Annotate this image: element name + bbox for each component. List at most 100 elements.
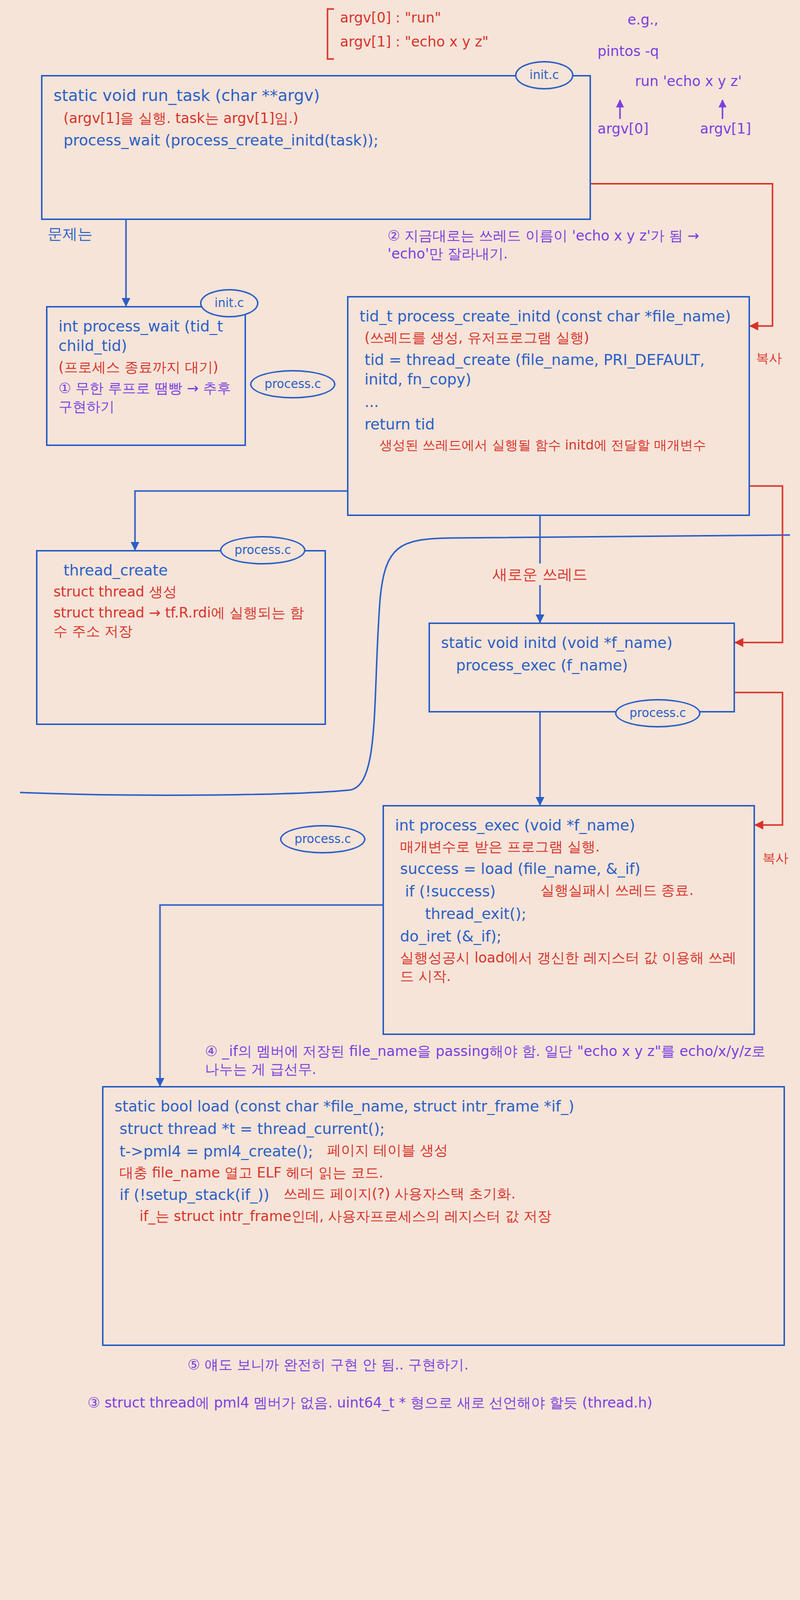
- code-line: if (!success): [405, 881, 527, 901]
- note-text: ④ _if의 멤버에 저장된 file_name을 passing해야 함. 일…: [205, 1042, 780, 1079]
- code-line: success = load (file_name, &_if): [400, 859, 641, 879]
- text-row: ...: [359, 392, 738, 415]
- text-row: if (!setup_stack(if_)) 쓰레드 페이지(?) 사용자스택 초…: [114, 1185, 773, 1208]
- code-line: struct thread → tf.R.rdi에 실행되는 함수 주소 저장: [53, 604, 314, 641]
- text-column: 매개변수로 받은 프로그램 실행.: [395, 838, 600, 859]
- text-column: tid_t process_create_initd (const char *…: [359, 306, 731, 329]
- text-column: 페이지 테이블 생성: [327, 1141, 448, 1163]
- note-text: pintos -q: [597, 42, 659, 61]
- text-column: ① 무한 루프로 땜빵 → 추후 구현하기: [58, 379, 234, 419]
- file-circle: process.c: [280, 825, 366, 854]
- text-row: t->pml4 = pml4_create(); 페이지 테이블 생성: [114, 1141, 773, 1164]
- note-text: argv[0]: [597, 120, 649, 138]
- text-column: process.c: [264, 376, 321, 392]
- function-signature: thread_create: [63, 560, 168, 580]
- text-row: static bool load (const char *file_name,…: [114, 1096, 773, 1119]
- code-line: thread_exit();: [425, 904, 527, 924]
- code-line: if_는 struct intr_frame인데, 사용자프로세스의 레지스터 …: [139, 1207, 552, 1226]
- code-line: (argv[1]을 실행. task는 argv[1]임.): [63, 109, 299, 128]
- connector-arrow: [125, 220, 127, 306]
- code-box: static void run_task (char **argv)(argv[…: [41, 75, 591, 220]
- text-column: process.c: [629, 705, 686, 721]
- pointer-arrow: [619, 100, 621, 119]
- pointer-arrow: [722, 100, 724, 119]
- code-line: 대충 file_name 열고 ELF 헤더 읽는 코드.: [119, 1164, 384, 1182]
- function-signature: static void initd (void *f_name): [441, 633, 673, 653]
- note-text: ③ struct thread에 pml4 멤버가 없음. uint64_t *…: [87, 1394, 763, 1412]
- text-row: struct thread 생성: [48, 583, 314, 604]
- text-row: success = load (file_name, &_if): [395, 859, 743, 882]
- text-column: 생성된 쓰레드에서 실행될 함수 initd에 전달할 매개변수: [359, 437, 706, 457]
- code-line: t->pml4 = pml4_create();: [119, 1141, 313, 1161]
- text-column: if (!success) thread_exit();: [395, 881, 527, 927]
- text-column: process.c: [234, 542, 291, 558]
- note-text: run 'echo x y z': [635, 72, 742, 91]
- note-text: argv[0] : "run": [340, 9, 441, 27]
- text-row: tid_t process_create_initd (const char *…: [359, 306, 738, 329]
- note-text: 복사: [756, 350, 782, 367]
- text-column: int process_exec (void *f_name): [395, 815, 635, 838]
- text-row: init.c: [214, 295, 244, 311]
- code-line: process_wait (process_create_initd(task)…: [63, 130, 379, 150]
- code-line: (프로세스 종료까지 대기): [58, 358, 219, 377]
- file-name: process.c: [629, 705, 686, 721]
- text-column: (프로세스 종료까지 대기): [58, 358, 219, 380]
- text-row: init.c: [529, 67, 559, 83]
- text-column: static void initd (void *f_name): [441, 633, 673, 656]
- text-row: int process_wait (tid_t child_tid): [58, 316, 234, 359]
- text-row: process.c: [294, 831, 351, 847]
- code-line: return tid: [364, 414, 435, 434]
- text-column: init.c: [214, 295, 244, 311]
- text-row: static void run_task (char **argv): [53, 85, 579, 110]
- text-column: static void run_task (char **argv): [53, 85, 320, 110]
- code-box: static bool load (const char *file_name,…: [102, 1086, 785, 1346]
- code-box: tid_t process_create_initd (const char *…: [347, 296, 750, 516]
- text-column: (쓰레드를 생성, 유저프로그램 실행): [359, 329, 589, 350]
- code-line: process_exec (f_name): [456, 655, 628, 675]
- function-signature: int process_exec (void *f_name): [395, 815, 635, 835]
- function-signature: tid_t process_create_initd (const char *…: [359, 306, 731, 326]
- note-text: argv[1]: [700, 120, 751, 138]
- text-row: 실행성공시 load에서 갱신한 레지스터 값 이용해 쓰레드 시작.: [395, 949, 743, 989]
- text-row: return tid: [359, 414, 738, 437]
- file-circle: init.c: [200, 289, 259, 318]
- code-line: 매개변수로 받은 프로그램 실행.: [400, 838, 600, 856]
- text-column: ...: [359, 392, 379, 415]
- text-column: t->pml4 = pml4_create();: [114, 1141, 313, 1164]
- function-signature: int process_wait (tid_t child_tid): [58, 316, 234, 356]
- text-column: tid = thread_create (file_name, PRI_DEFA…: [359, 350, 738, 392]
- file-circle: process.c: [615, 699, 701, 728]
- function-signature: static bool load (const char *file_name,…: [114, 1096, 574, 1116]
- code-line: 실행실패시 쓰레드 종료.: [540, 881, 694, 900]
- text-row: static void initd (void *f_name): [441, 633, 723, 656]
- bracket: [327, 9, 334, 59]
- code-line: 쓰레드 페이지(?) 사용자스택 초기화.: [283, 1185, 516, 1203]
- code-box: int process_exec (void *f_name) 매개변수로 받은 …: [382, 805, 755, 1035]
- file-name: process.c: [294, 831, 351, 847]
- text-column: success = load (file_name, &_if): [395, 859, 641, 882]
- text-column: 쓰레드 페이지(?) 사용자스택 초기화.: [283, 1185, 516, 1206]
- file-circle: process.c: [250, 370, 336, 399]
- note-text: ② 지금대로는 쓰레드 이름이 'echo x y z'가 됨 → 'echo'…: [387, 227, 748, 264]
- note-text: ⑤ 얘도 보니까 완전히 구현 안 됨.. 구현하기.: [187, 1356, 738, 1374]
- text-column: static bool load (const char *file_name,…: [114, 1096, 574, 1119]
- code-line: ① 무한 루프로 땜빵 → 추후 구현하기: [58, 379, 234, 416]
- text-row: ① 무한 루프로 땜빵 → 추후 구현하기: [58, 379, 234, 419]
- text-row: process_wait (process_create_initd(task)…: [53, 130, 579, 153]
- text-row: process.c: [264, 376, 321, 392]
- code-line: do_iret (&_if);: [400, 926, 502, 946]
- text-row: do_iret (&_if);: [395, 926, 743, 949]
- code-box: int process_wait (tid_t child_tid) (프로세스 …: [46, 306, 246, 446]
- text-column: (argv[1]을 실행. task는 argv[1]임.): [53, 109, 299, 131]
- file-name: init.c: [529, 67, 559, 83]
- note-text: argv[1] : "echo x y z": [340, 33, 489, 51]
- text-column: process_wait (process_create_initd(task)…: [53, 130, 379, 153]
- text-column: struct thread 생성: [48, 583, 177, 604]
- text-column: process.c: [294, 831, 351, 847]
- code-line: 생성된 쓰레드에서 실행될 함수 initd에 전달할 매개변수: [379, 437, 706, 454]
- text-column: if_는 struct intr_frame인데, 사용자프로세스의 레지스터 …: [114, 1207, 552, 1229]
- text-column: 대충 file_name 열고 ELF 헤더 읽는 코드.: [114, 1164, 384, 1185]
- text-row: struct thread → tf.R.rdi에 실행되는 함수 주소 저장: [48, 604, 314, 644]
- code-line: 실행성공시 load에서 갱신한 레지스터 값 이용해 쓰레드 시작.: [400, 949, 743, 986]
- code-line: if (!setup_stack(if_)): [119, 1185, 270, 1205]
